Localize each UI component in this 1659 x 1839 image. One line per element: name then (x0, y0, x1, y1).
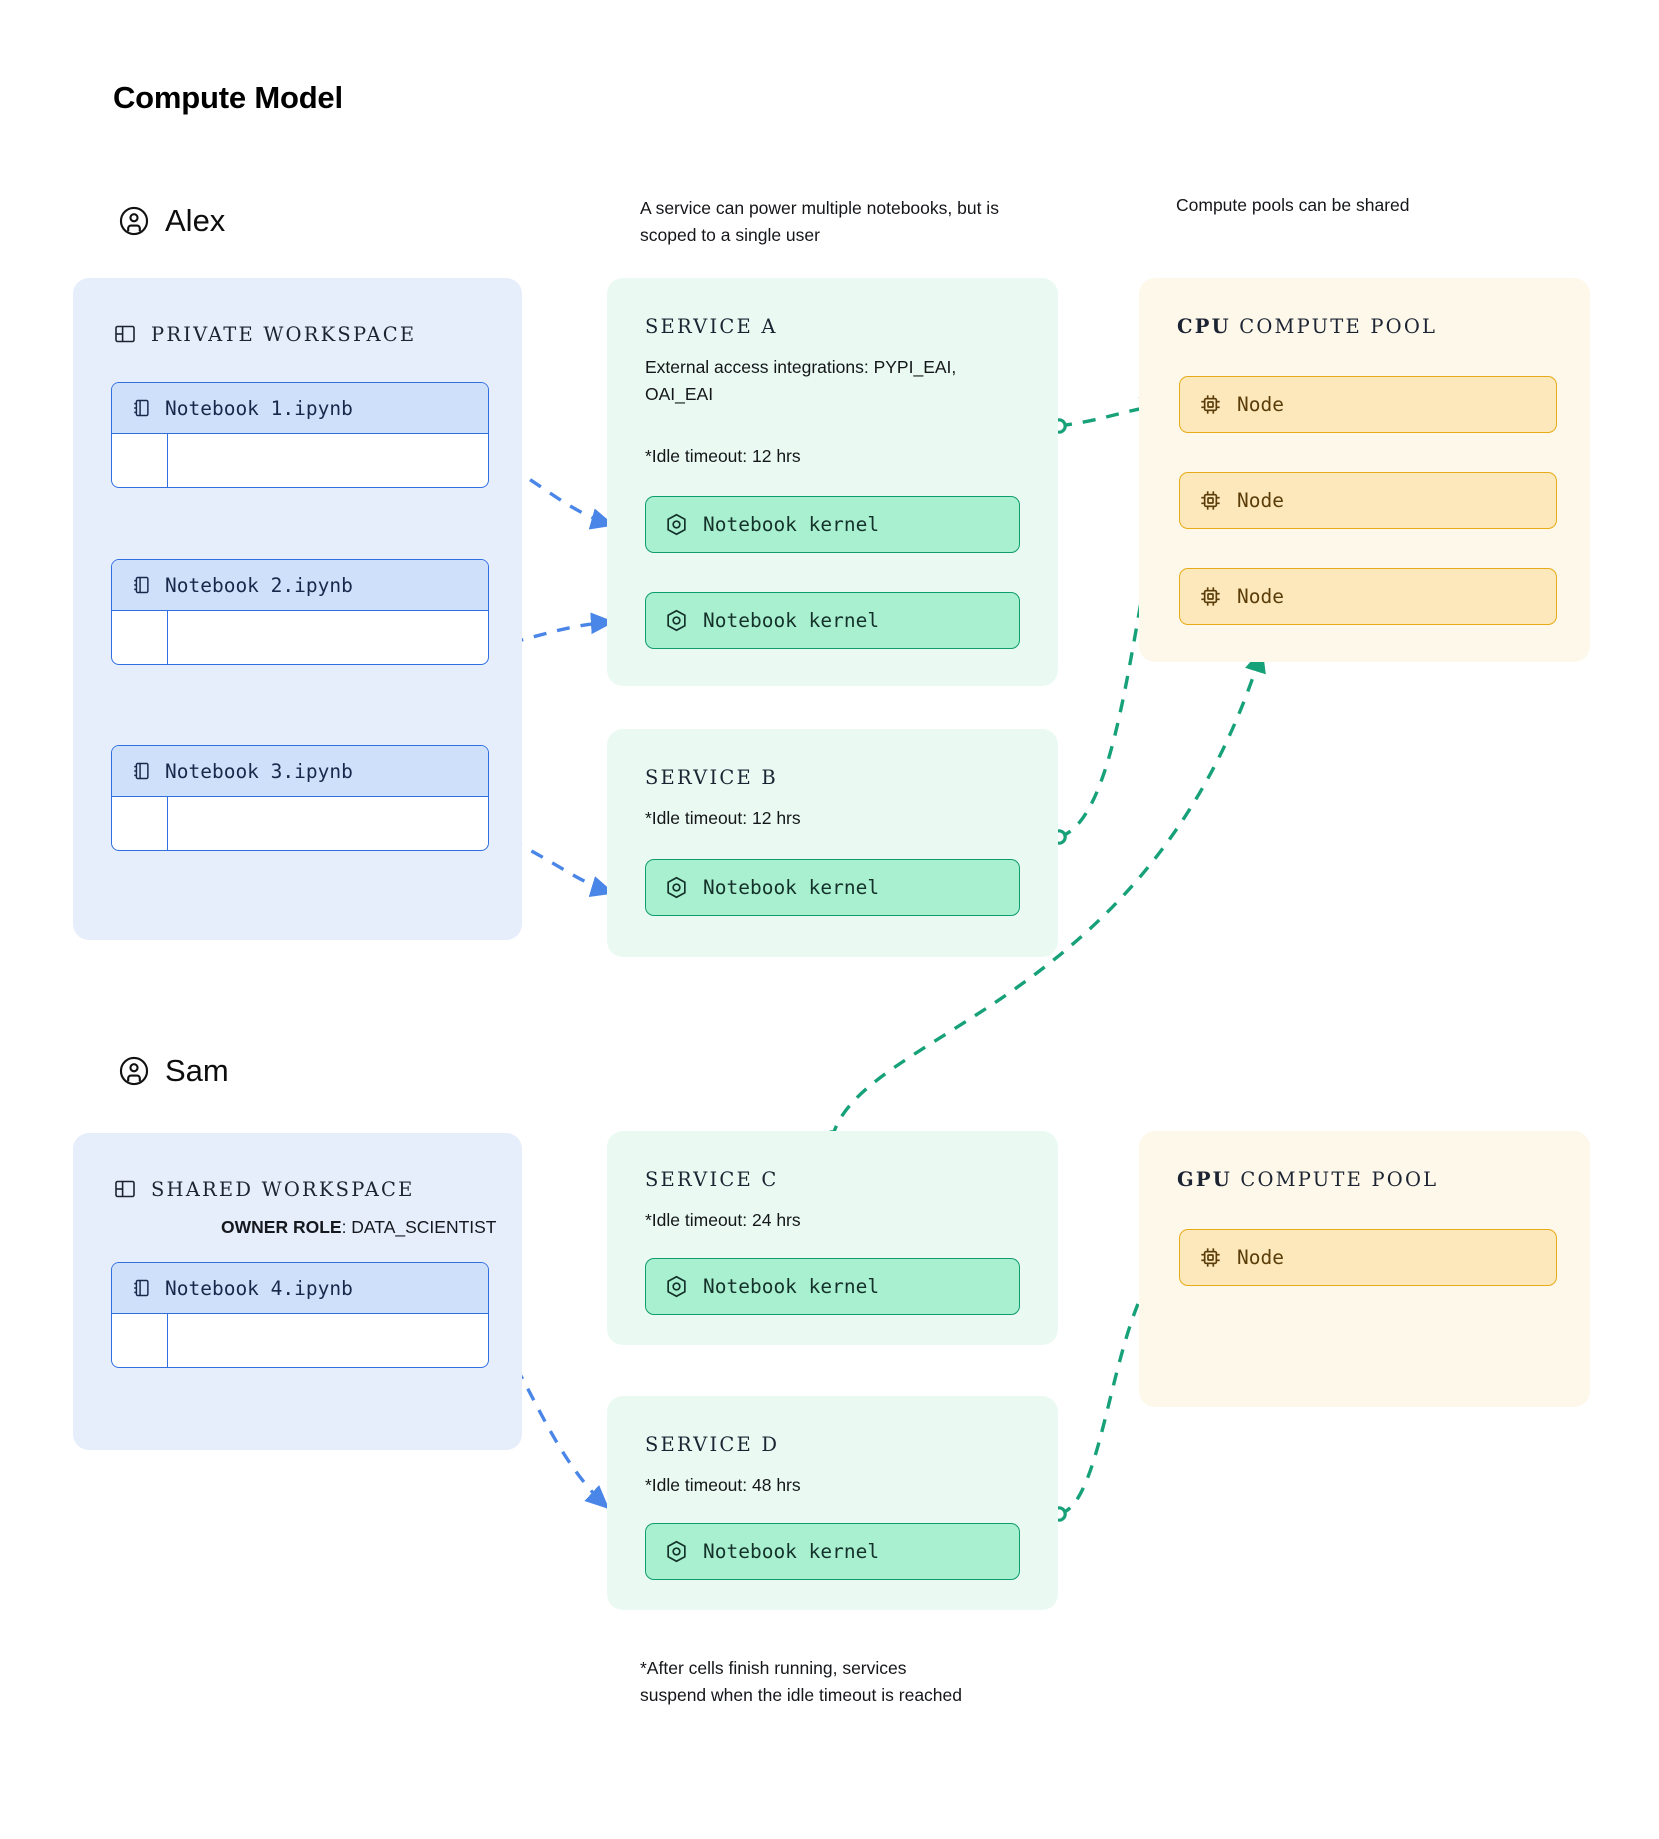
service-timeout: *Idle timeout: 12 hrs (645, 808, 801, 828)
service-card-c[interactable]: SERVICE C *Idle timeout: 24 hrs Notebook… (607, 1131, 1058, 1345)
workspace-title-shared: SHARED WORKSPACE (113, 1177, 415, 1201)
service-card-a[interactable]: SERVICE A External access integrations: … (607, 278, 1058, 686)
kernel-box[interactable]: Notebook kernel (645, 1523, 1020, 1580)
node-label: Node (1237, 393, 1284, 416)
pool-title-suffix: COMPUTE POOL (1231, 1168, 1439, 1191)
owner-role-value: : DATA_SCIENTIST (341, 1217, 497, 1237)
notebook-cell (168, 1314, 488, 1367)
notebook-name: Notebook 2.ipynb (165, 573, 353, 597)
notebook-icon (130, 1277, 152, 1299)
kernel-hexagon-icon (664, 512, 689, 537)
notebook-name: Notebook 1.ipynb (165, 396, 353, 420)
kernel-hexagon-icon (664, 608, 689, 633)
workspace-panel-icon (113, 1177, 137, 1201)
service-title: SERVICE B (645, 766, 778, 789)
service-title: SERVICE D (645, 1433, 780, 1456)
service-title: SERVICE A (645, 315, 778, 338)
notebook-body (112, 434, 488, 487)
kernel-hexagon-icon (664, 875, 689, 900)
workspace-title-text: SHARED WORKSPACE (151, 1177, 415, 1201)
service-card-d[interactable]: SERVICE D *Idle timeout: 48 hrs Notebook… (607, 1396, 1058, 1610)
workspace-title-text: PRIVATE WORKSPACE (151, 322, 417, 346)
cpu-compute-pool-container: CPU COMPUTE POOL Node (1139, 278, 1590, 662)
cpu-chip-icon (1198, 488, 1223, 513)
kernel-hexagon-icon (664, 1274, 689, 1299)
user-circle-icon (117, 1054, 151, 1088)
kernel-box[interactable]: Notebook kernel (645, 1258, 1020, 1315)
notebook-card-3[interactable]: Notebook 3.ipynb (111, 745, 489, 851)
notebook-cell (168, 611, 488, 664)
user-circle-icon (117, 204, 151, 238)
service-timeout: *Idle timeout: 48 hrs (645, 1475, 801, 1495)
kernel-label: Notebook kernel (703, 876, 880, 899)
notebook-icon (130, 574, 152, 596)
cpu-chip-icon (1198, 584, 1223, 609)
notebook-name: Notebook 3.ipynb (165, 759, 353, 783)
notebook-header: Notebook 4.ipynb (112, 1263, 488, 1314)
service-timeout: *Idle timeout: 24 hrs (645, 1210, 801, 1230)
service-timeout: *Idle timeout: 12 hrs (645, 446, 801, 466)
cpu-chip-icon (1198, 392, 1223, 417)
kernel-label: Notebook kernel (703, 609, 880, 632)
workspace-panel-icon (113, 322, 137, 346)
notebook-name: Notebook 4.ipynb (165, 1276, 353, 1300)
pool-title: GPU COMPUTE POOL (1177, 1168, 1438, 1191)
notebook-gutter (112, 1314, 168, 1367)
kernel-label: Notebook kernel (703, 1540, 880, 1563)
gpu-compute-pool-container: GPU COMPUTE POOL Node (1139, 1131, 1590, 1407)
notebook-card-1[interactable]: Notebook 1.ipynb (111, 382, 489, 488)
kernel-label: Notebook kernel (703, 513, 880, 536)
user-name: Alex (165, 203, 226, 238)
notebook-card-2[interactable]: Notebook 2.ipynb (111, 559, 489, 665)
notebook-body (112, 797, 488, 850)
notebook-header: Notebook 1.ipynb (112, 383, 488, 434)
notebook-header: Notebook 2.ipynb (112, 560, 488, 611)
notebook-body (112, 611, 488, 664)
private-workspace-container: PRIVATE WORKSPACE Notebook 1.ipynb (73, 278, 522, 940)
kernel-box[interactable]: Notebook kernel (645, 859, 1020, 916)
node-box[interactable]: Node (1179, 472, 1557, 529)
notebook-gutter (112, 434, 168, 487)
kernel-box[interactable]: Notebook kernel (645, 592, 1020, 649)
notebook-header: Notebook 3.ipynb (112, 746, 488, 797)
workspace-title-private: PRIVATE WORKSPACE (113, 322, 416, 346)
user-heading-sam: Sam (117, 1053, 229, 1089)
notebook-icon (130, 397, 152, 419)
node-box[interactable]: Node (1179, 376, 1557, 433)
shared-workspace-container: SHARED WORKSPACE OWNER ROLE: DATA_SCIENT… (73, 1133, 522, 1450)
kernel-label: Notebook kernel (703, 1275, 880, 1298)
pool-type: CPU (1177, 315, 1231, 338)
notebook-cell (168, 434, 488, 487)
notebook-gutter (112, 611, 168, 664)
service-card-b[interactable]: SERVICE B *Idle timeout: 12 hrs Notebook… (607, 729, 1058, 957)
node-label: Node (1237, 585, 1284, 608)
notebook-card-4[interactable]: Notebook 4.ipynb (111, 1262, 489, 1368)
notebook-gutter (112, 797, 168, 850)
user-name: Sam (165, 1053, 229, 1088)
user-heading-alex: Alex (117, 203, 225, 239)
note-service-scope: A service can power multiple notebooks, … (640, 198, 999, 246)
node-box[interactable]: Node (1179, 1229, 1557, 1286)
owner-role-label: OWNER ROLE (221, 1217, 342, 1237)
kernel-box[interactable]: Notebook kernel (645, 496, 1020, 553)
notebook-icon (130, 760, 152, 782)
node-label: Node (1237, 489, 1284, 512)
pool-title: CPU COMPUTE POOL (1177, 315, 1437, 338)
node-box[interactable]: Node (1179, 568, 1557, 625)
workspace-owner-role: OWNER ROLE: DATA_SCIENTIST (221, 1217, 497, 1238)
pool-title-suffix: COMPUTE POOL (1230, 315, 1438, 338)
kernel-hexagon-icon (664, 1539, 689, 1564)
service-detail: External access integrations: PYPI_EAI, … (645, 357, 957, 405)
notebook-cell (168, 797, 488, 850)
note-pool-shared: Compute pools can be shared (1176, 195, 1410, 215)
notebook-body (112, 1314, 488, 1367)
service-title: SERVICE C (645, 1168, 779, 1191)
note-idle-timeout-footnote: *After cells finish running, services su… (640, 1658, 963, 1706)
pool-type: GPU (1177, 1168, 1232, 1191)
cpu-chip-icon (1198, 1245, 1223, 1270)
node-label: Node (1237, 1246, 1284, 1269)
page-title: Compute Model (113, 80, 343, 115)
